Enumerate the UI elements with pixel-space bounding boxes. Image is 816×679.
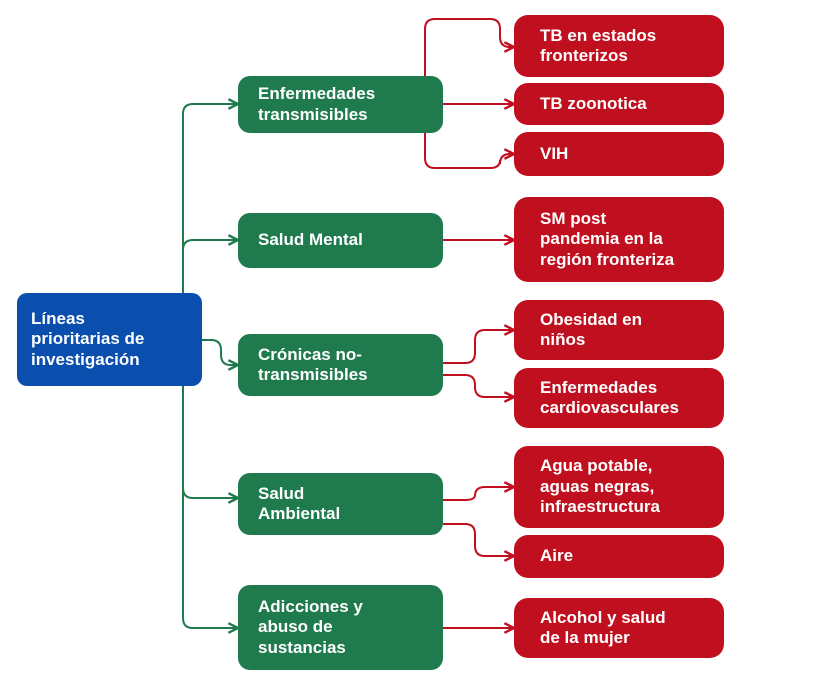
connector-root-cat-0 xyxy=(182,104,238,294)
leaf-aire: Aire xyxy=(514,535,724,578)
leaf-enfermedades-cardiovasculares: Enfermedades cardiovasculares xyxy=(514,368,724,428)
category-cronicas-no-transmisibles: Crónicas no- transmisibles xyxy=(238,334,443,396)
leaf-sm-post-pandemia: SM post pandemia en la región fronteriza xyxy=(514,197,724,282)
connector-cat3-leaf0 xyxy=(443,487,514,501)
connector-cat0-leaf0 xyxy=(424,18,514,105)
connector-root-cat-1 xyxy=(182,240,238,294)
connector-cat0-leaf2 xyxy=(424,104,514,169)
leaf-tb-zoonotica: TB zoonotica xyxy=(514,83,724,125)
leaf-obesidad-ninos: Obesidad en niños xyxy=(514,300,724,360)
connector-cat2-leaf0 xyxy=(443,330,514,364)
connector-cat2-leaf1 xyxy=(443,374,514,397)
connector-cat3-leaf1 xyxy=(443,523,514,556)
category-salud-mental: Salud Mental xyxy=(238,213,443,268)
connector-root-cat-2 xyxy=(200,339,238,365)
leaf-agua-potable: Agua potable, aguas negras, infraestruct… xyxy=(514,446,724,528)
connector-root-cat-4 xyxy=(182,386,238,628)
connector-root-cat-3 xyxy=(182,386,238,498)
leaf-tb-estados-fronterizos: TB en estados fronterizos xyxy=(514,15,724,77)
category-salud-ambiental: Salud Ambiental xyxy=(238,473,443,535)
root-node: Líneas prioritarias de investigación xyxy=(17,293,202,386)
leaf-vih: VIH xyxy=(514,132,724,176)
category-enfermedades-transmisibles: Enfermedades transmisibles xyxy=(238,76,443,133)
category-adicciones: Adicciones y abuso de sustancias xyxy=(238,585,443,670)
leaf-alcohol-salud-mujer: Alcohol y salud de la mujer xyxy=(514,598,724,658)
